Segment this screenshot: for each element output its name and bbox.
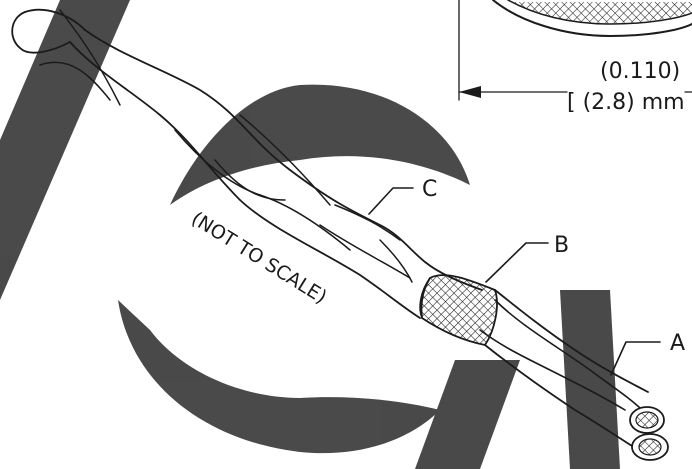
- dimension-arrow-icon: [459, 86, 481, 98]
- cross-section-view: [492, 0, 692, 37]
- leader-lines: [368, 187, 661, 376]
- callout-label-b: B: [554, 233, 569, 258]
- callout-label-a: A: [670, 331, 685, 356]
- dimension-imperial: (0.110): [600, 59, 680, 84]
- dimension-lines: [458, 0, 692, 101]
- dimension-metric: [ (2.8) mm: [567, 90, 685, 115]
- twisted-cable: [11, 8, 483, 319]
- inner-conductors: [479, 289, 669, 461]
- callout-label-c: C: [422, 177, 437, 202]
- scale-note: (NOT TO SCALE): [187, 208, 330, 309]
- watermark-logo: [0, 0, 620, 469]
